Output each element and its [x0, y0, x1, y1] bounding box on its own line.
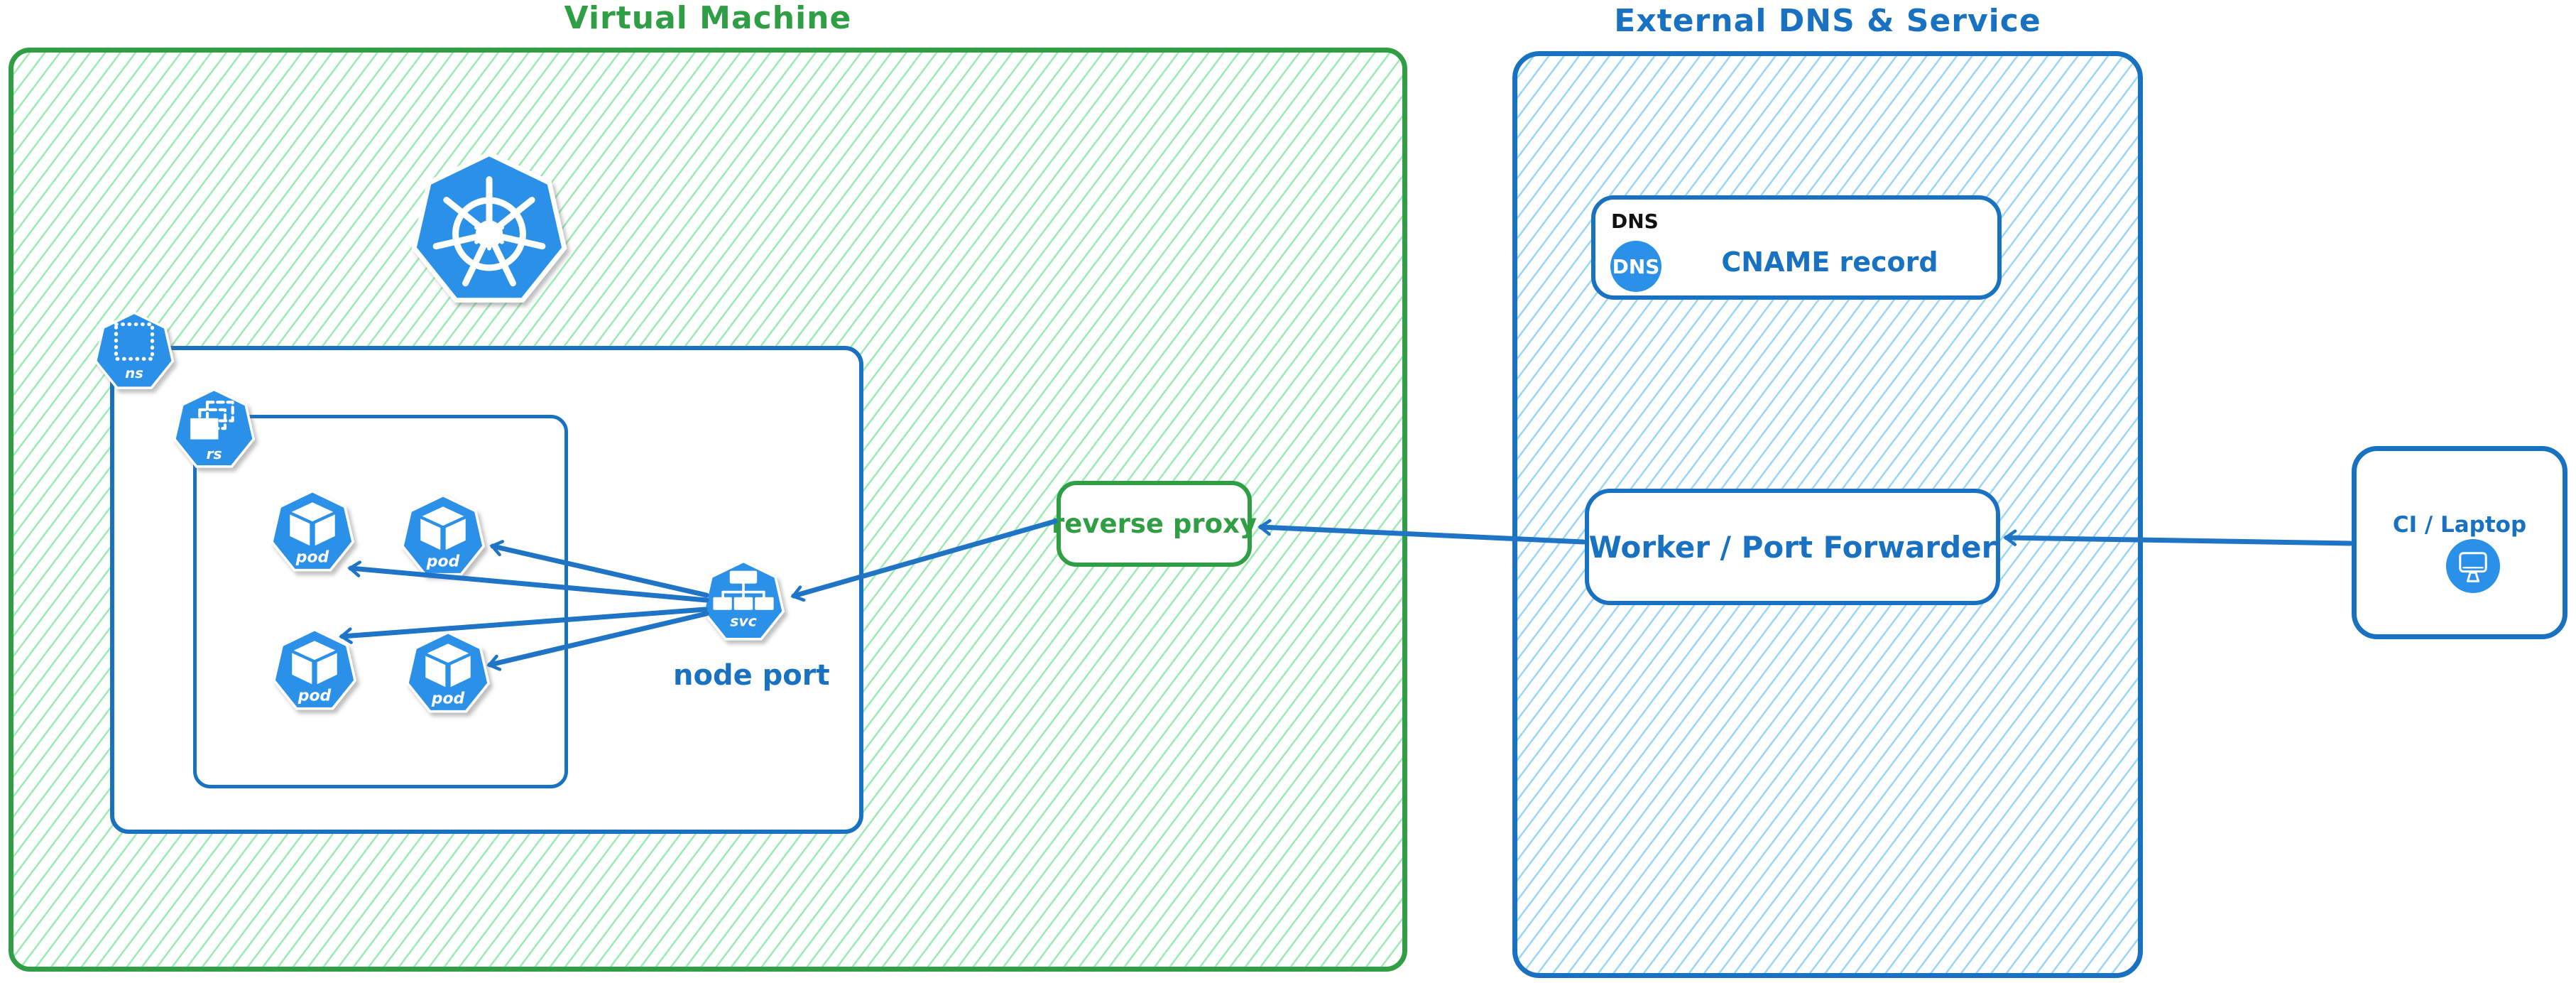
pod-2-label: pod	[426, 553, 460, 570]
pod-4-label: pod	[431, 690, 465, 707]
virtual-machine-title: Virtual Machine	[564, 0, 852, 36]
ci-laptop-box: CI / Laptop	[2352, 446, 2567, 639]
ci-laptop-label: CI / Laptop	[2392, 512, 2527, 538]
pod-2-icon: pod	[400, 494, 486, 580]
pod-4-icon: pod	[405, 631, 491, 717]
replicaset-icon: rs	[172, 388, 256, 472]
reverse-proxy-box: reverse proxy	[1052, 481, 1257, 567]
pod-1-label: pod	[295, 548, 329, 566]
dns-group-tag: DNS	[1611, 210, 1659, 233]
service-icon: svc	[701, 560, 786, 645]
service-icon-label: svc	[730, 613, 757, 630]
namespace-icon-label: ns	[125, 365, 143, 381]
cname-record-label: CNAME record	[1721, 246, 1938, 278]
replicaset-icon-label: rs	[206, 445, 222, 462]
pod-3-label: pod	[298, 687, 332, 705]
pod-3-icon: pod	[271, 628, 358, 715]
laptop-monitor-icon	[2446, 539, 2500, 593]
namespace-icon: ns	[93, 311, 175, 393]
dns-badge-icon: DNS	[1610, 241, 1661, 292]
worker-port-forwarder-box: Worker / Port Forwarder	[1585, 489, 2000, 605]
reverse-proxy-label: reverse proxy	[1052, 509, 1257, 539]
worker-port-forwarder-label: Worker / Port Forwarder	[1588, 529, 1997, 565]
pod-1-icon: pod	[269, 489, 356, 576]
node-port-caption: node port	[673, 659, 830, 692]
kubernetes-logo-icon	[409, 151, 569, 311]
external-dns-service-title: External DNS & Service	[1614, 3, 2041, 39]
dns-cname-box: DNS DNS CNAME record	[1591, 195, 2002, 300]
